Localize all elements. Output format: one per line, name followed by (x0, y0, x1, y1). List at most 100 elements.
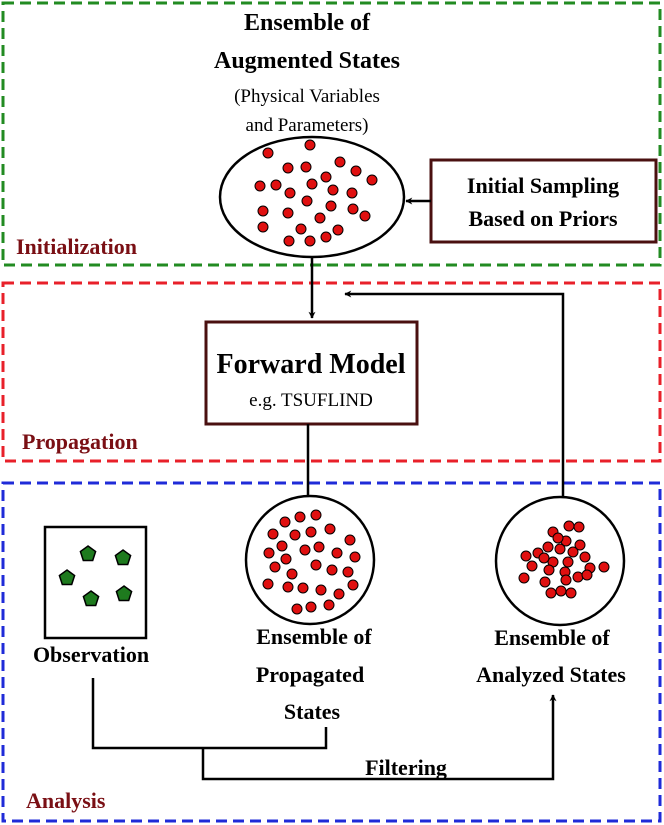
particle (263, 547, 275, 559)
analysis-section (1, 481, 662, 823)
particle (554, 543, 566, 555)
observation-markers (58, 545, 133, 607)
particle (331, 547, 343, 559)
particle (315, 584, 327, 596)
particle (304, 139, 316, 151)
particle (313, 541, 325, 553)
particle (262, 578, 274, 590)
propagated-ensemble-particles (262, 509, 361, 615)
particle (324, 523, 336, 535)
propagated-label-line3: States (284, 699, 341, 724)
particle (305, 601, 317, 613)
particle (323, 599, 335, 611)
observation-marker (114, 549, 132, 566)
particle (304, 235, 316, 247)
forward-model-title: Forward Model (217, 349, 406, 380)
particle (349, 551, 361, 563)
particle (542, 541, 554, 553)
particle (518, 572, 530, 584)
observation-marker (58, 569, 76, 586)
particle (283, 235, 295, 247)
forward-model-box (204, 320, 419, 426)
observation-marker (82, 590, 100, 607)
observation-marker (79, 545, 97, 562)
particle (333, 588, 345, 600)
particle (327, 184, 339, 196)
particle (306, 178, 318, 190)
particle (301, 195, 313, 207)
particle (310, 559, 322, 571)
particle (539, 576, 551, 588)
propagation-section (1, 281, 662, 463)
particle (545, 587, 557, 599)
analyzed-to-propagation-arrow (344, 290, 565, 497)
augmented-subtitle-line2: and Parameters) (246, 115, 369, 136)
particle (286, 568, 298, 580)
particle (269, 561, 281, 573)
particle (572, 571, 584, 583)
observation-label: Observation (33, 642, 149, 667)
particle (347, 203, 359, 215)
particle (320, 231, 332, 243)
filtering-to-analyzed-arrow (201, 694, 557, 781)
particle (299, 544, 311, 556)
particle (346, 187, 358, 199)
analyzed-label-line2: Analyzed States (476, 662, 626, 687)
particle (314, 212, 326, 224)
particle (573, 521, 585, 533)
particle (574, 539, 586, 551)
particle (257, 221, 269, 233)
particle (581, 569, 593, 581)
particle (326, 564, 338, 576)
particle (560, 574, 572, 586)
augmented-title-line2: Augmented States (214, 48, 400, 74)
particle (267, 528, 279, 540)
particle (280, 553, 292, 565)
particle (295, 223, 307, 235)
particle (305, 526, 317, 538)
particle (334, 156, 346, 168)
observation-marker (115, 585, 133, 602)
augmented-subtitle-line1: (Physical Variables (234, 86, 380, 107)
particle (262, 147, 274, 159)
particle (565, 587, 577, 599)
particle (270, 179, 282, 191)
filtering-label: Filtering (365, 755, 447, 780)
particle (538, 552, 550, 564)
initialization-label: Initialization (16, 234, 137, 259)
analysis-label: Analysis (26, 788, 106, 813)
particle (344, 534, 356, 546)
particle (284, 187, 296, 199)
particle (300, 161, 312, 173)
particle (563, 520, 575, 532)
augmented-ensemble-particles (254, 139, 378, 247)
particle (350, 165, 362, 177)
particle (282, 207, 294, 219)
particle (543, 564, 555, 576)
initial-sampling-box (429, 158, 658, 244)
particle (297, 582, 309, 594)
particle (526, 560, 538, 572)
particle (552, 532, 564, 544)
particle (294, 511, 306, 523)
particle (276, 540, 288, 552)
particle (366, 174, 378, 186)
particle (279, 516, 291, 528)
forward-model-subtitle: e.g. TSUFLIND (249, 390, 373, 411)
particle (562, 556, 574, 568)
analyzed-ensemble-particles (518, 520, 610, 599)
augmented-title-line1: Ensemble of (244, 10, 371, 36)
particle (598, 561, 610, 573)
particle (291, 603, 303, 615)
analyzed-label-line1: Ensemble of (494, 625, 610, 650)
particle (579, 551, 591, 563)
initial-sampling-line2: Based on Priors (468, 206, 618, 231)
propagated-label-line2: Propagated (256, 662, 364, 687)
particle (325, 200, 337, 212)
particle (520, 550, 532, 562)
particle (332, 224, 344, 236)
particle (310, 509, 322, 521)
particle (320, 171, 332, 183)
particle (257, 205, 269, 217)
